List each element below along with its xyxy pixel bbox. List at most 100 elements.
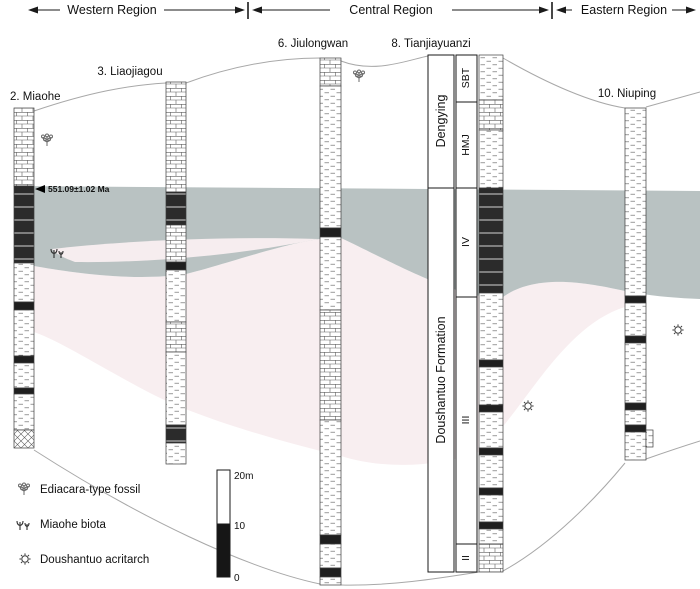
lith-segment [478,447,504,456]
member-label-sbt: SBT [460,67,472,88]
lith-segment [319,227,342,238]
lith-segment [478,54,504,101]
arrowhead-right-icon [539,6,549,14]
lith-segment [165,321,187,353]
arrowhead-left-icon [28,6,38,14]
age-annotation: 551.09±1.02 Ma [48,184,110,194]
lith-segment [165,269,187,323]
age-arrow-icon [35,185,45,193]
lith-segment [13,393,35,431]
lith-segment [319,576,342,586]
region-label-central: Central Region [349,3,432,17]
column-liaojiagou [165,81,187,465]
lith-segment [165,351,187,426]
lith-segment [319,309,342,421]
lith-segment [319,543,342,569]
member-label-iii: III [460,416,472,425]
formation-label-doushantuo: Doushantuo Formation [434,316,448,443]
lith-segment [624,342,647,404]
lith-segment [478,359,504,368]
lith-segment [624,295,647,304]
lith-segment [319,534,342,545]
column-label-tianjiayuanzi: 8. Tianjiayuanzi [391,38,470,50]
arrowhead-left-icon [252,6,262,14]
doushantuo-acritarch-icon [521,399,535,413]
formation-label-dengying: Dengying [434,95,448,148]
lith-segment [13,387,35,395]
lith-segment [478,99,504,131]
lith-segment [478,494,504,523]
legend: Ediacara-type fossil Miaohe biota Dousha… [16,482,149,566]
member-label-ii: II [460,555,472,561]
legend-label-fossil: Ediacara-type fossil [40,484,140,496]
lith-segment [624,431,647,461]
lith-segment [478,411,504,449]
lith-segment [319,419,342,536]
lith-segment [624,335,647,344]
lith-segment [624,402,647,411]
scale-bar-upper [216,469,231,525]
column-label-niuping: 10. Niuping [598,88,656,100]
miaohe-biota-icon [16,520,30,531]
member-label-iv: IV [460,237,472,247]
lith-segment [13,355,35,364]
formation-boxes [427,54,478,573]
lith-segment [478,543,504,573]
lith-segment [478,404,504,413]
envelope-outlines [33,55,700,586]
column-label-liaojiagou: 3. Liaojiagou [97,66,162,78]
lith-segment [319,567,342,578]
ediacara-fossil-icon [18,482,30,496]
lith-segment [624,424,647,433]
column-label-miaohe: 2. Miaohe [10,91,61,103]
member-label-hmj: HMJ [460,134,472,156]
member-box-ii [455,543,478,573]
doushantuo-acritarch-icon [18,552,32,566]
lith-segment [478,292,504,361]
region-label-eastern: Eastern Region [581,3,667,17]
lith-segment [165,261,187,271]
ediacara-fossil-icon [353,69,365,83]
lith-segment [165,442,187,465]
lith-segment [13,362,35,389]
lith-segment [478,487,504,496]
region-label-western: Western Region [67,3,156,17]
lith-segment [13,301,35,311]
lith-segment [165,81,187,193]
column-tianjiayuanzi [478,54,504,573]
ediacara-fossil-icon [41,133,53,147]
column-label-jiulongwan: 6. Jiulongwan [278,38,348,50]
legend-label-biota: Miaohe biota [40,519,106,531]
lith-segment [13,185,35,264]
scale-bar: 20m 10 0 [216,469,253,584]
dengying-box [427,54,455,189]
lith-segment [624,302,647,337]
lith-segment [478,528,504,545]
lith-segment [319,85,342,229]
column-niuping [624,107,654,461]
lith-segment [645,429,654,448]
lith-segment [13,107,35,187]
lith-segment [478,454,504,489]
column-jiulongwan [319,57,342,586]
column-miaohe [13,107,35,449]
arrowhead-right-icon [686,6,696,14]
lith-segment [478,366,504,406]
header-regions [28,2,696,19]
lith-segment [165,424,187,444]
lith-segment [165,224,187,263]
lith-segment [624,409,647,426]
doushantuo-acritarch-icon [671,323,685,337]
lith-segment [13,262,35,303]
doushantuo-box [427,187,455,573]
arrowhead-right-icon [235,6,245,14]
scale-label-20m: 20m [234,471,253,482]
lith-segment [478,521,504,530]
lith-segment [624,107,647,297]
lith-segment [13,429,35,449]
arrowhead-left-icon [556,6,566,14]
lith-segment [478,187,504,294]
scale-bar-lower [216,523,231,578]
lith-segment [13,309,35,357]
